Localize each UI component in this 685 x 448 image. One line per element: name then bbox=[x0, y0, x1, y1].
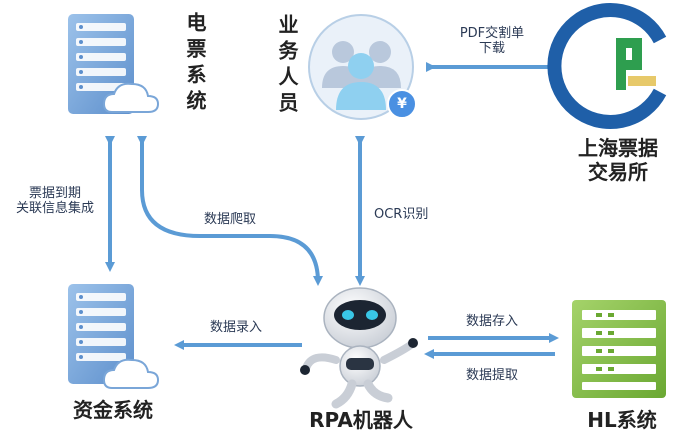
node-hl-label: HL系统 bbox=[587, 408, 657, 432]
edge-ocr-label: OCR识别 bbox=[374, 207, 429, 222]
arrows bbox=[105, 62, 559, 359]
shanghai-exchange-logo bbox=[547, 3, 667, 129]
arrow-crawl bbox=[137, 136, 323, 286]
node-rpa-label: RPA机器人 bbox=[309, 408, 413, 432]
node-shanghai-label: 上海票据 交易所 bbox=[578, 136, 658, 184]
server-icon-hl bbox=[572, 300, 666, 398]
server-icon-funds bbox=[68, 284, 160, 389]
server-icon-eticket bbox=[68, 14, 160, 114]
edge-crawl-label: 数据爬取 bbox=[203, 212, 256, 227]
node-eticket-label: 电票系统 bbox=[183, 12, 207, 116]
people-icon bbox=[308, 14, 417, 120]
edge-extract-label: 数据提取 bbox=[465, 368, 518, 383]
node-funds-label: 资金系统 bbox=[73, 398, 153, 422]
edge-due-link-label: 票据到期 关联信息集成 bbox=[15, 186, 94, 216]
edge-entry-label: 数据录入 bbox=[209, 320, 262, 335]
currency-icon: ¥ bbox=[397, 96, 407, 112]
edge-store-label: 数据存入 bbox=[465, 314, 518, 329]
edge-pdf-download-label: PDF交割单 下载 bbox=[459, 26, 525, 56]
node-business-label: 业务人员 bbox=[275, 14, 299, 118]
robot-icon bbox=[300, 287, 418, 409]
